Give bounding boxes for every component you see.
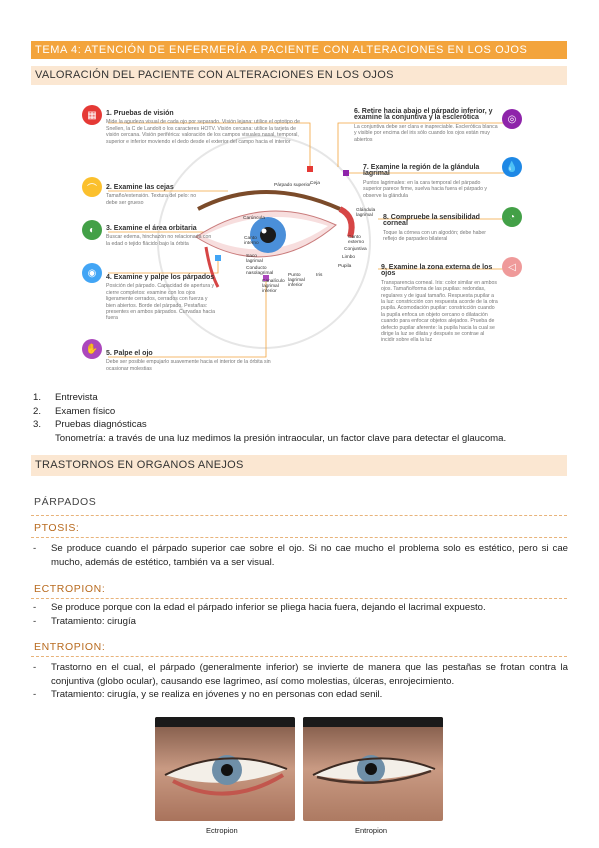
step-card-4: 4. Examine y palpe los párpados Posición… <box>106 274 216 322</box>
ptosis-list: -Se produce cuando el párpado superior c… <box>33 542 568 569</box>
step-card-5: 5. Palpe el ojo Debe ser posible empujar… <box>106 350 271 372</box>
anatomy-label: Canto interno <box>244 236 259 246</box>
list-item: -Tratamiento: cirugía, y se realiza en j… <box>33 689 383 700</box>
anatomy-label: Glándula lagrimal <box>356 208 376 218</box>
anatomy-label: Limbo <box>342 255 356 260</box>
anatomy-label: Carúncula <box>243 216 265 221</box>
entropion-photo <box>303 717 443 821</box>
ptosis-title: PTOSIS: <box>34 522 80 534</box>
tear-gland-icon: 💧 <box>502 157 522 177</box>
brow-icon: ⌒ <box>82 177 102 197</box>
anatomy-label: Iris <box>316 273 323 278</box>
anatomy-label: Conducto nasolagrimal <box>246 266 274 276</box>
section-header-trastornos: TRASTORNOS EN ORGANOS ANEJOS <box>31 455 567 476</box>
anatomy-label: Pupila <box>338 264 352 269</box>
ectropion-caption: Ectropion <box>206 826 238 835</box>
list-item: 1.Entrevista <box>33 392 98 403</box>
divider <box>31 598 567 599</box>
eye-chart-icon: ▦ <box>82 105 102 125</box>
list-item: -Tratamiento: cirugía <box>33 615 136 627</box>
divider <box>31 537 567 538</box>
step-card-7: 7. Examine la región de la glándula lagr… <box>363 164 487 199</box>
list-item: -Trastorno en el cual, el párpado (gener… <box>33 662 568 687</box>
pupil-icon: ◁ <box>502 257 522 277</box>
tonometria-note: Tonometría: a través de una luz medimos … <box>55 432 507 444</box>
anatomy-label: Saco lagrimal <box>246 254 263 264</box>
list-item: 2.Examen físico <box>33 405 116 417</box>
step-card-6: 6. Retire hacia abajo el párpado inferio… <box>354 108 498 143</box>
anatomy-label: Canalículo lagrimal inferior <box>262 279 285 294</box>
step-card-8: 8. Compruebe la sensibilidad corneal Toq… <box>383 214 486 243</box>
section-header-valoracion: VALORACIÓN DEL PACIENTE CON ALTERACIONES… <box>31 66 567 85</box>
anatomy-label: Canto externo <box>348 235 364 245</box>
sclera-icon: ◎ <box>502 109 522 129</box>
divider <box>31 515 567 516</box>
list-item: -Se produce cuando el párpado superior c… <box>33 543 568 568</box>
eyelid-icon: ◉ <box>82 263 102 283</box>
divider <box>31 656 567 657</box>
parpados-title: PÁRPADOS <box>34 496 97 508</box>
entropion-caption: Entropion <box>355 826 388 835</box>
entropion-list: -Trastorno en el cual, el párpado (gener… <box>33 661 568 702</box>
ectropion-list: -Se produce porque con la edad el párpad… <box>33 601 568 628</box>
step-card-1: 1. Pruebas de visión Mide la agudeza vis… <box>106 110 300 145</box>
ectropion-photo <box>155 717 295 821</box>
anatomy-label: Conjuntiva <box>344 247 367 252</box>
step-card-3: 3. Examine el área orbitaria Buscar edem… <box>106 225 212 247</box>
step-card-2: 2. Examine las cejas Tamaño/extensión. T… <box>106 184 197 206</box>
ectropion-title: ECTROPION: <box>34 583 106 595</box>
orbit-icon: ◐ <box>82 220 102 240</box>
eye-assessment-infographic: Párpado superior Ceja Carúncula Canto in… <box>78 97 528 387</box>
anatomy-label: Párpado superior <box>274 183 311 188</box>
palpate-icon: ✋ <box>82 339 102 359</box>
anatomy-label: Punto lagrimal inferior <box>288 273 305 288</box>
entropion-title: ENTROPION: <box>34 641 106 653</box>
cornea-icon: ◔ <box>502 207 522 227</box>
list-item: 3.Pruebas diagnósticas <box>33 419 147 430</box>
anatomy-label: Ceja <box>310 181 320 186</box>
step-card-9: 9. Examine la zona externa de los ojos T… <box>381 264 498 344</box>
assessment-list: 1.Entrevista 2.Examen físico 3.Pruebas d… <box>33 391 568 445</box>
topic-header: TEMA 4: ATENCIÓN DE ENFERMERÍA A PACIENT… <box>31 41 567 59</box>
infographic-connectors <box>108 122 506 358</box>
list-item: -Se produce porque con la edad el párpad… <box>33 602 486 613</box>
